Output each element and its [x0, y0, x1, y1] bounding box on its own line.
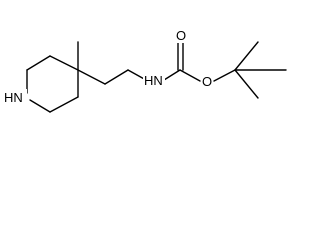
bond-ring-5: [29, 99, 51, 113]
bond-c4-ch2: [77, 69, 106, 85]
atom-labels: HN HN O O: [3, 28, 213, 105]
bond-tbu-down: [234, 69, 259, 99]
atom-label-carbonyl-o: O: [176, 28, 186, 43]
bond-ring-1: [26, 55, 51, 71]
bond-co-oester: [179, 69, 201, 82]
bond-nh-co: [163, 69, 181, 81]
molecule-svg: HN HN O O: [3, 28, 287, 113]
atom-label-ring-nh: HN: [4, 90, 23, 105]
bond-ring-4: [49, 96, 79, 113]
bond-ch2-ring: [104, 69, 129, 85]
bond-oester-cq: [213, 69, 236, 82]
bond-ring-2: [49, 55, 79, 71]
bond-tbu-up: [234, 41, 259, 71]
atom-label-carbamate-nh: HN: [144, 73, 163, 88]
structure-diagram: HN HN O O: [3, 28, 287, 113]
atom-label-ester-o: O: [202, 74, 212, 89]
